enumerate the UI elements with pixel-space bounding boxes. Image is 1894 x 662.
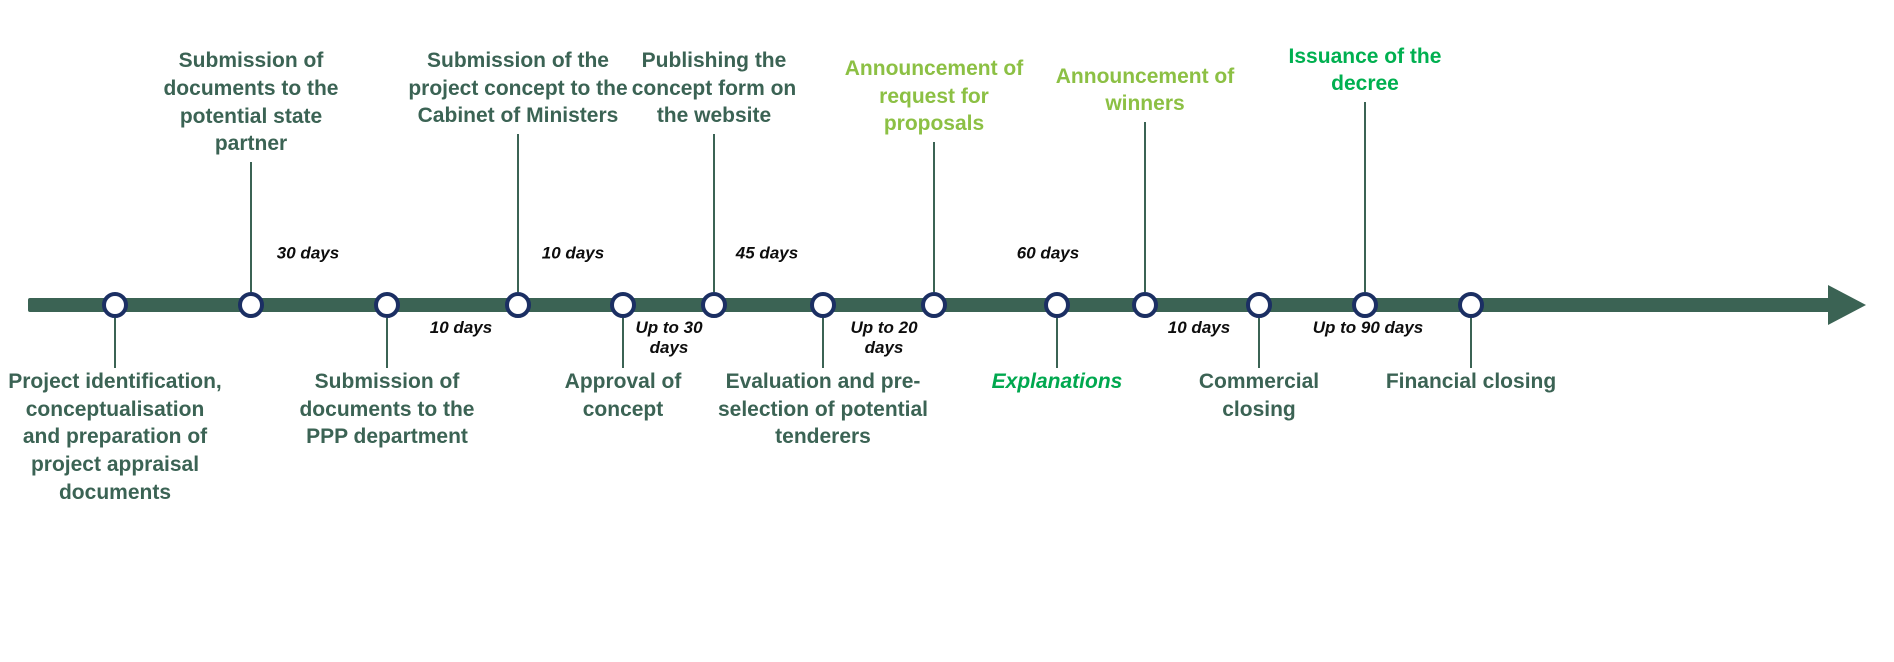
- connector-stem-approval-of-concept: [622, 318, 624, 368]
- event-label-submission-to-state-partner: Submission of documents to the potential…: [163, 49, 339, 156]
- timeline-node-project-identification[interactable]: [102, 292, 128, 318]
- event-label-announcement-of-winners: Announcement of winners: [1055, 64, 1235, 116]
- timeline-node-commercial-closing[interactable]: [1246, 292, 1272, 318]
- event-label-evaluation-preselection: Evaluation and pre-selection of potentia…: [717, 370, 929, 449]
- timeline-node-announcement-request-proposals[interactable]: [921, 292, 947, 318]
- timeline-node-submission-to-cabinet[interactable]: [505, 292, 531, 318]
- event-label-project-identification: Project identification, conceptualisatio…: [8, 370, 222, 504]
- duration-label-dur-up-to-90-days: Up to 90 days: [1312, 318, 1424, 337]
- duration-label-dur-10-days-c: 10 days: [1167, 318, 1231, 337]
- timeline-node-submission-to-ppp-department[interactable]: [374, 292, 400, 318]
- event-label-explanations: Explanations: [991, 370, 1123, 393]
- connector-stem-explanations: [1056, 318, 1058, 368]
- duration-label-dur-10-days-b: 10 days: [541, 243, 605, 263]
- event-label-submission-to-ppp-department: Submission of documents to the PPP depar…: [299, 370, 475, 449]
- timeline-node-publishing-concept-form[interactable]: [701, 292, 727, 318]
- event-label-announcement-request-proposals: Announcement of request for proposals: [844, 56, 1024, 136]
- connector-stem-submission-to-state-partner: [250, 162, 252, 292]
- event-label-publishing-concept-form: Publishing the concept form on the websi…: [631, 48, 797, 128]
- connector-stem-project-identification: [114, 318, 116, 368]
- timeline-node-financial-closing[interactable]: [1458, 292, 1484, 318]
- connector-stem-submission-to-cabinet: [517, 134, 519, 292]
- event-label-issuance-of-decree: Issuance of the decree: [1288, 44, 1442, 96]
- duration-label-dur-10-days-a: 10 days: [429, 318, 493, 337]
- duration-label-dur-60-days: 60 days: [1016, 243, 1080, 263]
- timeline-node-announcement-of-winners[interactable]: [1132, 292, 1158, 318]
- duration-label-dur-up-to-20-days: Up to 20 days: [850, 318, 918, 358]
- connector-stem-submission-to-ppp-department: [386, 318, 388, 368]
- event-label-commercial-closing: Commercial closing: [1198, 370, 1320, 421]
- timeline-node-issuance-of-decree[interactable]: [1352, 292, 1378, 318]
- timeline-node-explanations[interactable]: [1044, 292, 1070, 318]
- event-label-financial-closing: Financial closing: [1385, 370, 1557, 393]
- event-label-approval-of-concept: Approval of concept: [564, 370, 682, 421]
- connector-stem-announcement-of-winners: [1144, 122, 1146, 292]
- duration-label-dur-45-days: 45 days: [735, 243, 799, 263]
- connector-stem-announcement-request-proposals: [933, 142, 935, 292]
- connector-stem-financial-closing: [1470, 318, 1472, 368]
- duration-label-dur-up-to-30-days: Up to 30 days: [635, 318, 703, 358]
- timeline-node-submission-to-state-partner[interactable]: [238, 292, 264, 318]
- timeline-node-evaluation-preselection[interactable]: [810, 292, 836, 318]
- connector-stem-commercial-closing: [1258, 318, 1260, 368]
- timeline-arrow-head-icon: [1828, 285, 1866, 325]
- connector-stem-issuance-of-decree: [1364, 102, 1366, 292]
- event-label-submission-to-cabinet: Submission of the project concept to the…: [408, 48, 628, 128]
- duration-label-dur-30-days: 30 days: [276, 243, 340, 263]
- timeline-node-approval-of-concept[interactable]: [610, 292, 636, 318]
- connector-stem-publishing-concept-form: [713, 134, 715, 292]
- connector-stem-evaluation-preselection: [822, 318, 824, 368]
